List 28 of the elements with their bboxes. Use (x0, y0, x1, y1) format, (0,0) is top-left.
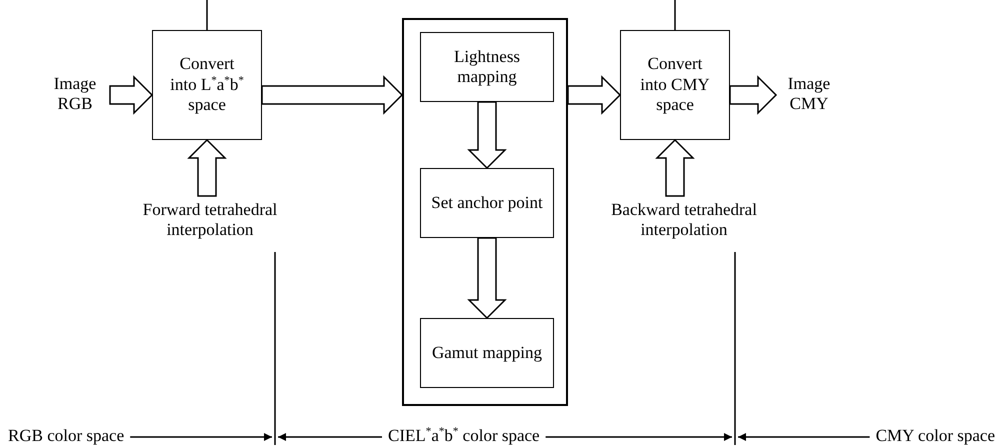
box-text: Gamut mapping (432, 342, 542, 364)
block-arrow (655, 138, 695, 197)
process-box (152, 30, 262, 140)
text-label: Backward tetrahedral interpolation (594, 196, 774, 244)
block-arrow (261, 75, 404, 115)
block-arrow (467, 101, 507, 170)
group-box (402, 18, 568, 406)
box-text: Lightness mapping (452, 46, 522, 88)
block-arrow (109, 75, 154, 115)
process-box (620, 30, 730, 140)
block-arrow (467, 237, 507, 320)
box-text: Convert into CMY space (639, 54, 711, 116)
text-label: Image RGB (40, 66, 110, 122)
region-label: CIEL$^{*}$a$^{*}$b$^{*}$ color space (388, 426, 540, 446)
process-box (420, 168, 554, 238)
region-label: CMY color space (876, 426, 995, 446)
region-label: RGB color space (8, 426, 124, 446)
process-box (420, 32, 554, 102)
block-arrow (187, 138, 227, 197)
connector-line (206, 0, 208, 30)
box-text: Convert into L$^{*}$a$^{*}$b$^{*}$ space (169, 54, 245, 116)
process-box (420, 318, 554, 388)
connector-line (674, 0, 676, 30)
block-arrow (567, 75, 622, 115)
block-arrow (729, 75, 778, 115)
text-label: Forward tetrahedral interpolation (126, 196, 294, 244)
box-text: Set anchor point (431, 192, 543, 214)
text-label: Image CMY (776, 66, 842, 122)
